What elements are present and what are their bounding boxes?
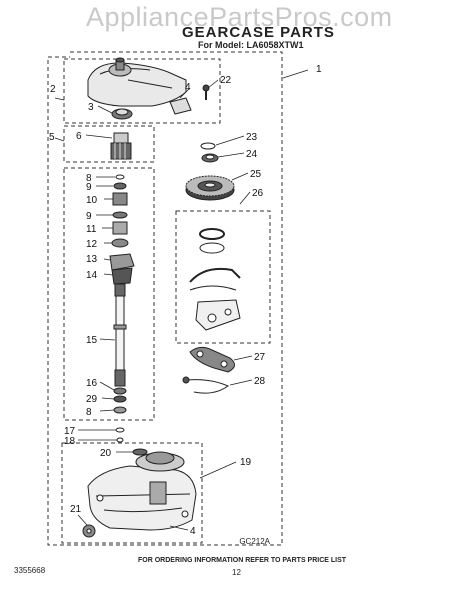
callout-17: 17 bbox=[64, 426, 76, 437]
left-part-stack bbox=[109, 174, 135, 285]
callout-29: 29 bbox=[86, 394, 98, 405]
callout-26: 26 bbox=[252, 188, 264, 199]
bolt-22 bbox=[202, 84, 210, 100]
callout-5: 5 bbox=[49, 132, 55, 143]
callout-12: 12 bbox=[86, 239, 98, 250]
assembly-frame bbox=[47, 51, 283, 546]
link-27 bbox=[189, 346, 235, 373]
callout-22: 22 bbox=[220, 75, 232, 86]
callout-4-top: 4 bbox=[185, 82, 191, 93]
callout-20: 20 bbox=[100, 448, 112, 459]
shift-assembly-26 bbox=[189, 228, 241, 331]
callout-13: 13 bbox=[86, 254, 98, 265]
callout-8-bottom: 8 bbox=[86, 407, 92, 418]
bearing-3 bbox=[111, 108, 133, 120]
document-number: 3355668 bbox=[14, 566, 46, 575]
callout-28: 28 bbox=[254, 376, 266, 387]
callout-16: 16 bbox=[86, 378, 98, 389]
callout-14: 14 bbox=[86, 270, 98, 281]
callout-24: 24 bbox=[246, 149, 258, 160]
callout-labels: 1 2 3 4 22 5 6 8 9 10 9 11 12 13 14 15 1… bbox=[49, 64, 322, 537]
spring-28 bbox=[182, 376, 230, 394]
agitator-shaft-15 bbox=[113, 283, 127, 387]
washer-23 bbox=[200, 142, 216, 150]
callout-23: 23 bbox=[246, 132, 258, 143]
page-number: 12 bbox=[232, 568, 241, 577]
bumper-21 bbox=[82, 524, 96, 538]
callout-9-mid: 9 bbox=[86, 211, 92, 222]
callout-6: 6 bbox=[76, 131, 82, 142]
callout-18: 18 bbox=[64, 436, 76, 447]
callout-2: 2 bbox=[50, 84, 56, 95]
pinion-6 bbox=[110, 132, 132, 160]
callout-8-top: 8 bbox=[86, 173, 92, 184]
callout-27: 27 bbox=[254, 352, 266, 363]
callout-1: 1 bbox=[316, 64, 322, 75]
gearcase-base-19 bbox=[87, 451, 197, 531]
callout-21: 21 bbox=[70, 504, 82, 515]
callout-15: 15 bbox=[86, 335, 98, 346]
gearcase-cover bbox=[87, 57, 192, 115]
callout-25: 25 bbox=[250, 169, 262, 180]
seal-20 bbox=[132, 448, 148, 456]
callout-10: 10 bbox=[86, 195, 98, 206]
model-line: For Model: LA6058XTW1 bbox=[198, 40, 304, 50]
gear-25 bbox=[185, 175, 235, 201]
callout-4-bottom: 4 bbox=[190, 526, 196, 537]
leader-lines bbox=[54, 69, 309, 531]
washer-24 bbox=[201, 153, 219, 163]
page-title: GEARCASE PARTS bbox=[182, 24, 335, 41]
callout-9-top: 9 bbox=[86, 182, 92, 193]
watermark: AppliancePartsPros.com bbox=[86, 2, 393, 32]
callout-19: 19 bbox=[240, 457, 252, 468]
lower-shaft-parts bbox=[113, 387, 127, 443]
callout-11: 11 bbox=[86, 224, 97, 235]
callout-3: 3 bbox=[88, 102, 94, 113]
ordering-note: FOR ORDERING INFORMATION REFER TO PARTS … bbox=[138, 557, 347, 564]
diagram-code: GC212A bbox=[239, 537, 270, 546]
